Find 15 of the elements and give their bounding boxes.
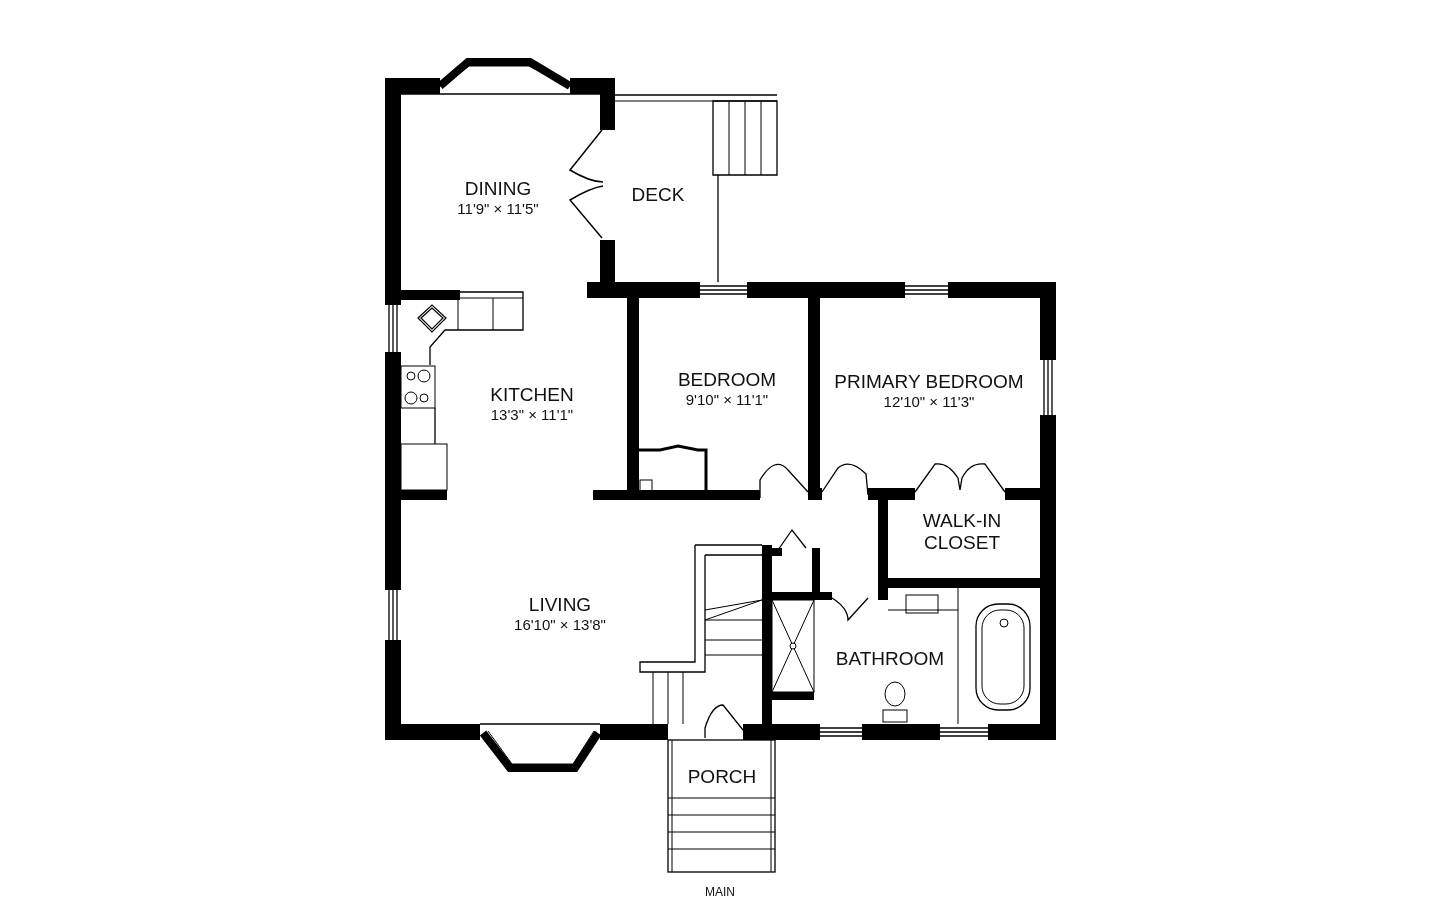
room-name: KITCHEN <box>490 384 574 406</box>
room-name: DECK <box>631 184 685 206</box>
room-name: PORCH <box>687 766 757 788</box>
room-dimensions: 9'10" × 11'1" <box>684 391 770 409</box>
room-name: BEDROOM <box>677 369 777 391</box>
room-name: PRIMARY BEDROOM <box>834 371 1024 393</box>
floor-name: MAIN <box>705 885 735 899</box>
room-dimensions: 11'9" × 11'5" <box>457 200 539 218</box>
room-dimensions: 12'10" × 11'3" <box>882 393 976 411</box>
room-name: WALK-IN CLOSET <box>921 510 1003 554</box>
room-dimensions: 16'10" × 13'8" <box>514 616 606 634</box>
room-dimensions: 13'3" × 11'1" <box>490 406 574 424</box>
room-name: BATHROOM <box>835 648 945 670</box>
room-name: DINING <box>463 178 533 200</box>
room-name: LIVING <box>527 594 593 616</box>
